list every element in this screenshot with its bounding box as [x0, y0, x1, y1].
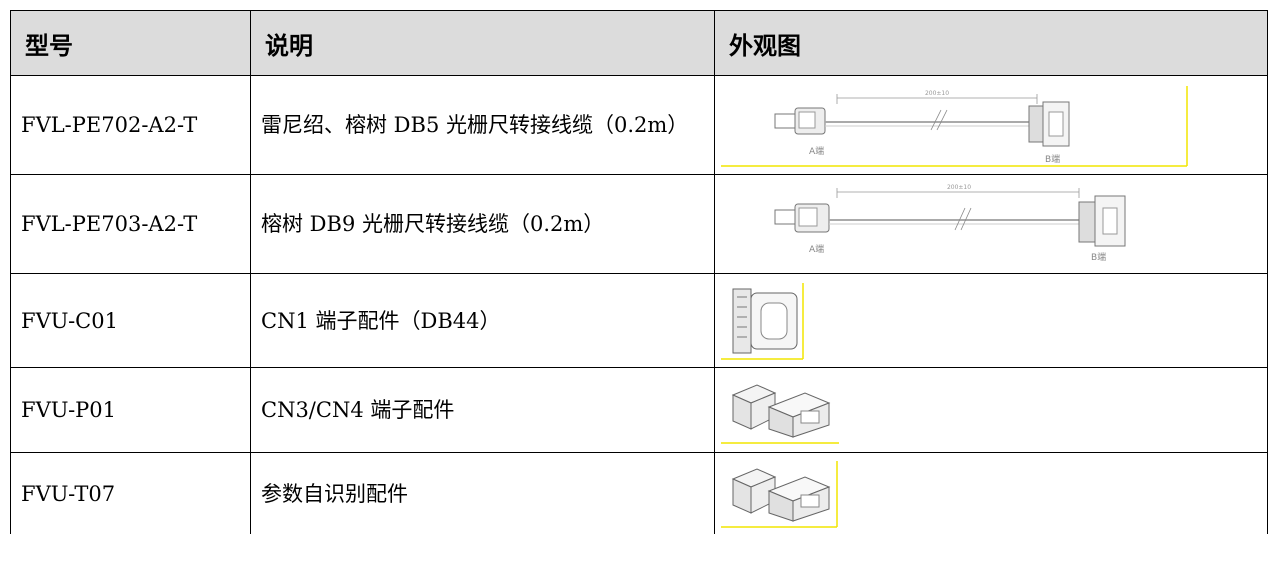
- description-cell: 参数自识别配件: [250, 452, 715, 534]
- table-row: FVU-T07 参数自识别配件: [10, 452, 1268, 534]
- description-cell: CN3/CN4 端子配件: [250, 367, 715, 453]
- accessory-table: 型号 说明 外观图 FVL-PE702-A2-T 雷尼绍、榕树 DB5 光栅尺转…: [10, 10, 1268, 534]
- table-row: FVL-PE702-A2-T 雷尼绍、榕树 DB5 光栅尺转接线缆（0.2m） …: [10, 75, 1268, 175]
- header-appearance: 外观图: [714, 10, 1268, 76]
- end-a-label: A端: [809, 145, 824, 157]
- model-cell: FVU-P01: [10, 367, 251, 453]
- description-cell: 雷尼绍、榕树 DB5 光栅尺转接线缆（0.2m）: [250, 75, 715, 175]
- dimension-label: 200±10: [925, 90, 949, 97]
- appearance-cell: [714, 452, 1268, 534]
- db44-connector-icon: [721, 282, 804, 360]
- cable-db5-icon: 200±10 A端 B端: [721, 86, 1188, 167]
- appearance-cell: 200±10 A端 B端: [714, 75, 1268, 175]
- model-cell: FVL-PE703-A2-T: [10, 174, 251, 274]
- description-cell: 榕树 DB9 光栅尺转接线缆（0.2m）: [250, 174, 715, 274]
- header-row: 型号 说明 外观图: [10, 10, 1268, 76]
- table-row: FVU-P01 CN3/CN4 端子配件: [10, 367, 1268, 453]
- table-row: FVU-C01 CN1 端子配件（DB44）: [10, 273, 1268, 368]
- header-description: 说明: [250, 10, 715, 76]
- end-b-label: B端: [1045, 153, 1060, 165]
- end-b-label: B端: [1091, 251, 1106, 263]
- auto-id-connector-icon: [721, 460, 838, 528]
- dimension-label: 200±10: [947, 184, 971, 191]
- model-cell: FVL-PE702-A2-T: [10, 75, 251, 175]
- end-a-label: A端: [809, 243, 824, 255]
- appearance-cell: [714, 273, 1268, 368]
- model-cell: FVU-C01: [10, 273, 251, 368]
- appearance-cell: [714, 367, 1268, 453]
- appearance-cell: 200±10 A端 B端: [714, 174, 1268, 274]
- model-cell: FVU-T07: [10, 452, 251, 534]
- description-cell: CN1 端子配件（DB44）: [250, 273, 715, 368]
- cable-db9-icon: 200±10 A端 B端: [774, 184, 1126, 263]
- table-row: FVL-PE703-A2-T 榕树 DB9 光栅尺转接线缆（0.2m） 200±…: [10, 174, 1268, 274]
- header-model: 型号: [10, 10, 251, 76]
- cn3-cn4-connector-icon: [721, 384, 839, 444]
